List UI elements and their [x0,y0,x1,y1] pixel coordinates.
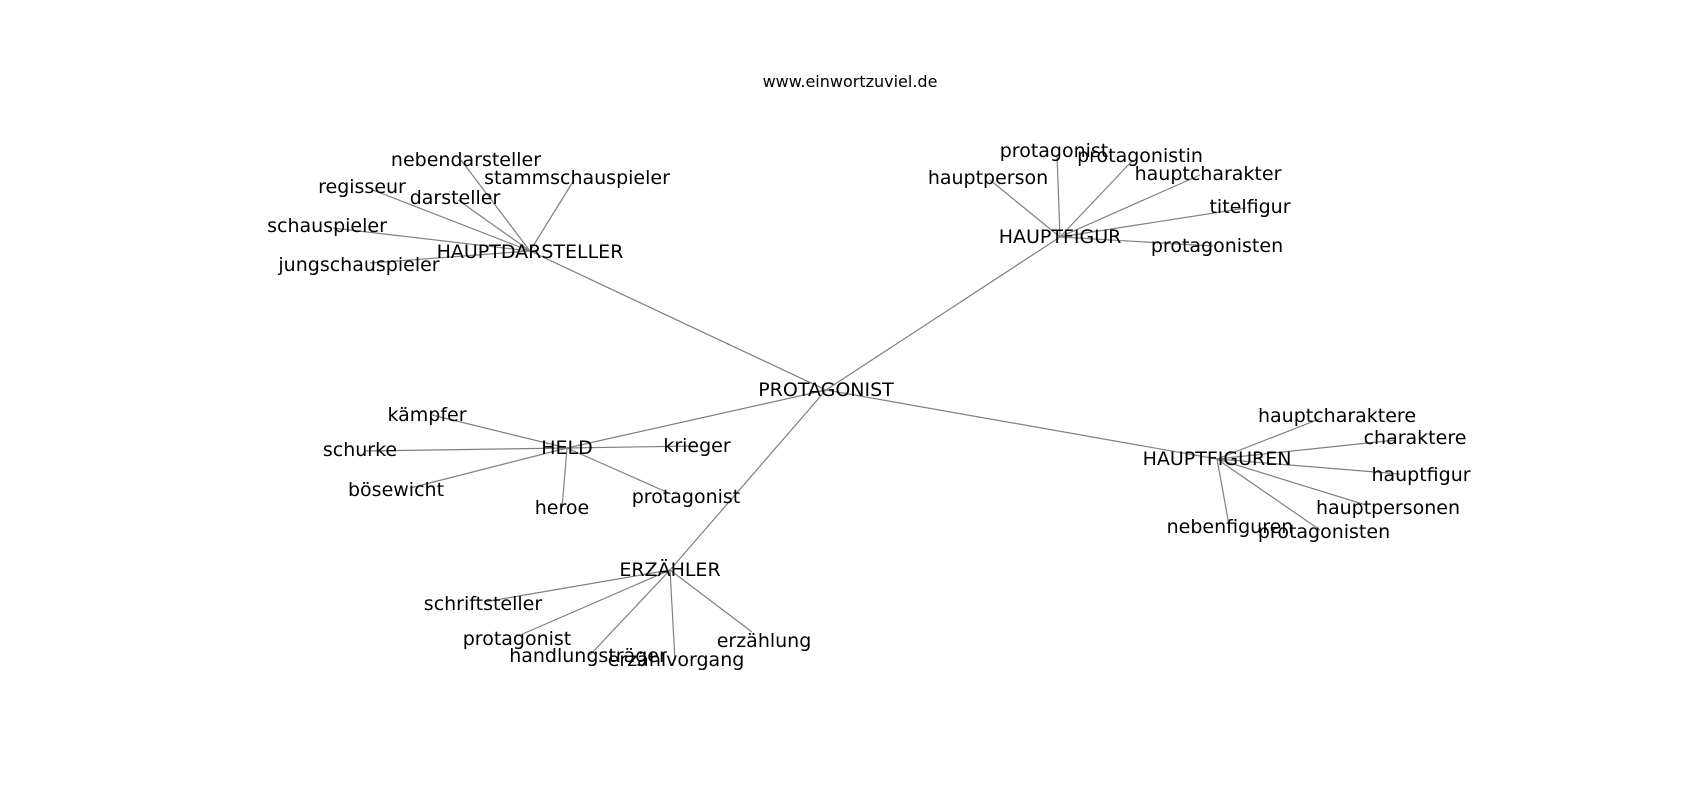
edge-4-2 [589,569,671,656]
leaf-node-label: protagonisten [1258,521,1390,543]
edge-0-5 [369,250,531,264]
hub-node-label: HAUPTDARSTELLER [437,241,624,263]
edge-3-2 [1216,458,1401,475]
edge-2-2 [566,445,698,449]
edge-4-0 [483,569,671,603]
leaf-node-label: darsteller [410,187,501,209]
root-node-label: PROTAGONIST [758,379,894,401]
leaf-node-label: hauptperson [928,167,1048,189]
edge-1-0 [1056,154,1061,238]
edge-2-5 [561,447,568,509]
leaf-node-label: protagonisten [1151,235,1283,257]
site-url: www.einwortzuviel.de [762,72,938,91]
edge-3-5 [1216,458,1321,531]
edge-root-1 [825,236,1061,391]
leaf-node-label: hauptcharaktere [1258,405,1416,427]
edge-3-0 [1216,417,1323,460]
edge-0-3 [457,199,531,252]
edge-0-4 [332,227,531,252]
edge-2-3 [409,447,568,489]
edge-4-3 [669,569,676,661]
leaf-node-label: titelfigur [1209,196,1290,218]
edge-1-3 [1059,174,1201,238]
leaf-node-label: nebendarsteller [391,149,541,171]
edge-1-5 [1059,236,1214,247]
labels-layer: PROTAGONIST HAUPTDARSTELLER nebendarstelle… [267,140,1471,671]
leaf-node-label: charaktere [1364,427,1467,449]
leaf-node-label: bösewicht [348,479,444,501]
edge-root-4 [669,389,827,571]
leaf-node-label: erzählung [717,630,812,652]
edge-0-0 [460,159,531,252]
edge-3-3 [1216,458,1367,506]
leaf-node-label: nebenfiguren [1167,516,1294,538]
leaf-node-label: protagonist [1000,140,1109,162]
edge-1-4 [1059,207,1247,238]
leaf-node-label: heroe [535,497,589,519]
edges-layer [332,154,1401,661]
leaf-node-label: protagonist [632,486,741,508]
leaf-node-label: hauptpersonen [1316,497,1460,519]
hub-node-label: ERZÄHLER [619,558,720,581]
edge-1-1 [1059,159,1134,238]
leaf-node-label: erzählvorgang [608,649,745,671]
leaf-node-label: regisseur [318,176,406,198]
leaf-node-label: schriftsteller [424,593,543,615]
leaf-node-label: hauptfigur [1371,464,1470,486]
leaf-node-label: stammschauspieler [484,167,670,189]
edge-root-0 [529,250,827,391]
hub-node-label: HAUPTFIGUR [999,226,1122,248]
leaf-node-label: schurke [323,439,397,461]
edge-0-1 [529,179,575,252]
edge-2-4 [566,447,672,495]
edge-root-2 [566,389,827,449]
leaf-node-label: handlungsträger [509,645,667,667]
hub-node-label: HELD [541,437,593,459]
edge-0-2 [372,189,531,252]
edge-4-4 [669,569,753,633]
leaf-node-label: protagonist [463,628,572,650]
leaf-node-label: hauptcharakter [1135,163,1282,185]
leaf-node-label: kämpfer [387,404,466,426]
hub-node-label: HAUPTFIGUREN [1143,448,1292,470]
edge-3-4 [1216,458,1230,526]
edge-2-1 [364,447,568,452]
edge-4-1 [517,569,671,637]
leaf-node-label: jungschauspieler [277,254,439,276]
leaf-node-label: schauspieler [267,215,387,237]
leaf-node-label: protagonistin [1077,145,1203,167]
edge-2-0 [431,414,568,449]
edge-root-3 [825,389,1218,460]
edge-1-2 [989,179,1061,238]
leaf-node-label: krieger [663,435,731,457]
edge-3-1 [1216,439,1397,460]
